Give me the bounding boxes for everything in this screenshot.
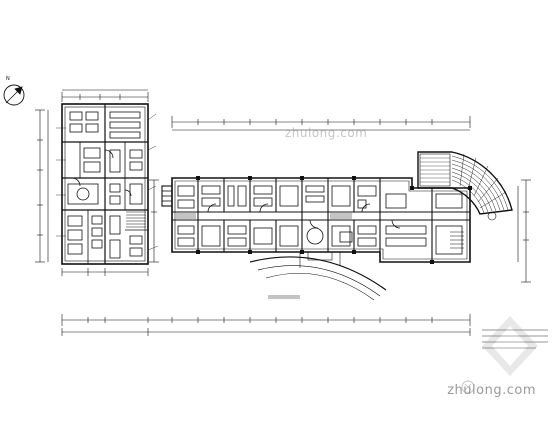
svg-text:N: N [6, 76, 10, 82]
drawing-title-mark [268, 295, 300, 299]
watermark-middle: zhulong.com [285, 126, 368, 140]
watermark-url: zhulong.com [447, 383, 536, 398]
north-arrow-icon: N [3, 76, 25, 106]
notes-block [482, 329, 548, 349]
left-building-top-dimension [61, 89, 149, 102]
watermark-logo-icon [482, 316, 538, 376]
fan-shaped-hall [417, 151, 513, 221]
left-building-bottom-dimension [61, 268, 149, 276]
main-top-dimension [171, 116, 471, 131]
main-left-dimension [149, 179, 159, 263]
main-building [161, 176, 472, 264]
right-side-dimension [517, 179, 531, 283]
entrance-canopy [249, 251, 387, 301]
watermark-url-logo-icon [461, 380, 475, 394]
bottom-dimension [61, 314, 471, 336]
left-building-callouts [56, 113, 159, 251]
left-building [61, 103, 149, 265]
left-building-left-dimension [35, 109, 49, 263]
